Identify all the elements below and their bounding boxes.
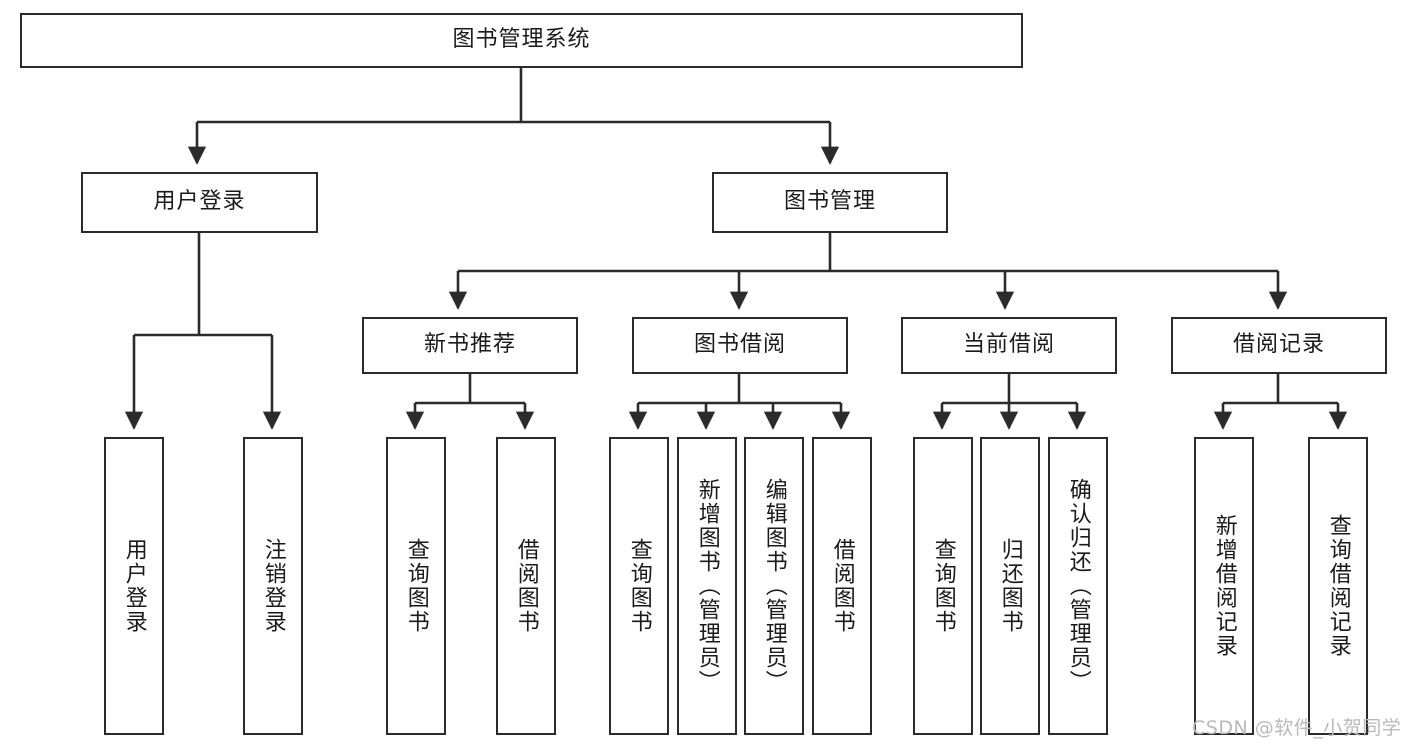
- node-user-login-label: 用户登录: [153, 189, 246, 215]
- node-leaf-query-book-3[interactable]: 查询图书: [913, 437, 973, 735]
- node-leaf-confirm-return[interactable]: 确认归还（管理员）: [1048, 437, 1108, 735]
- node-new-book-rec[interactable]: 新书推荐: [362, 317, 578, 374]
- node-leaf-user-login-label: 用户登录: [121, 538, 147, 634]
- node-leaf-borrow-book-2-label: 借阅图书: [829, 538, 855, 634]
- node-leaf-return-book[interactable]: 归还图书: [980, 437, 1040, 735]
- node-book-borrow[interactable]: 图书借阅: [632, 317, 848, 374]
- node-leaf-add-record-label: 新增借阅记录: [1211, 514, 1237, 658]
- node-leaf-user-login[interactable]: 用户登录: [104, 437, 164, 735]
- node-leaf-add-record[interactable]: 新增借阅记录: [1194, 437, 1254, 735]
- node-leaf-edit-book-label: 编辑图书（管理员）: [761, 478, 787, 694]
- node-book-mgmt[interactable]: 图书管理: [712, 172, 948, 233]
- node-book-borrow-label: 图书借阅: [693, 332, 786, 358]
- node-borrow-record[interactable]: 借阅记录: [1171, 317, 1387, 374]
- node-leaf-confirm-return-label: 确认归还（管理员）: [1065, 478, 1091, 694]
- node-root[interactable]: 图书管理系统: [20, 13, 1023, 68]
- csdn-watermark: CSDN @软件_小贺同学: [1192, 717, 1402, 739]
- node-leaf-query-book-3-label: 查询图书: [930, 538, 956, 634]
- node-leaf-query-book-2-label: 查询图书: [626, 538, 652, 634]
- node-leaf-return-book-label: 归还图书: [997, 538, 1023, 634]
- node-leaf-query-book-2[interactable]: 查询图书: [609, 437, 669, 735]
- node-leaf-logout[interactable]: 注销登录: [243, 437, 303, 735]
- node-leaf-borrow-book-1-label: 借阅图书: [513, 538, 539, 634]
- node-leaf-add-book[interactable]: 新增图书（管理员）: [677, 437, 737, 735]
- node-leaf-borrow-book-2[interactable]: 借阅图书: [812, 437, 872, 735]
- node-new-book-rec-label: 新书推荐: [423, 332, 516, 358]
- node-leaf-edit-book[interactable]: 编辑图书（管理员）: [744, 437, 804, 735]
- node-borrow-record-label: 借阅记录: [1232, 332, 1325, 358]
- node-current-borrow[interactable]: 当前借阅: [901, 317, 1117, 374]
- node-current-borrow-label: 当前借阅: [962, 332, 1055, 358]
- node-leaf-logout-label: 注销登录: [260, 538, 286, 634]
- node-root-label: 图书管理系统: [452, 27, 591, 53]
- node-leaf-query-record[interactable]: 查询借阅记录: [1308, 437, 1368, 735]
- node-book-mgmt-label: 图书管理: [783, 189, 876, 215]
- node-leaf-query-record-label: 查询借阅记录: [1325, 514, 1351, 658]
- node-leaf-query-book-1-label: 查询图书: [403, 538, 429, 634]
- node-user-login[interactable]: 用户登录: [81, 172, 318, 233]
- node-leaf-add-book-label: 新增图书（管理员）: [694, 478, 720, 694]
- node-leaf-query-book-1[interactable]: 查询图书: [386, 437, 446, 735]
- node-leaf-borrow-book-1[interactable]: 借阅图书: [496, 437, 556, 735]
